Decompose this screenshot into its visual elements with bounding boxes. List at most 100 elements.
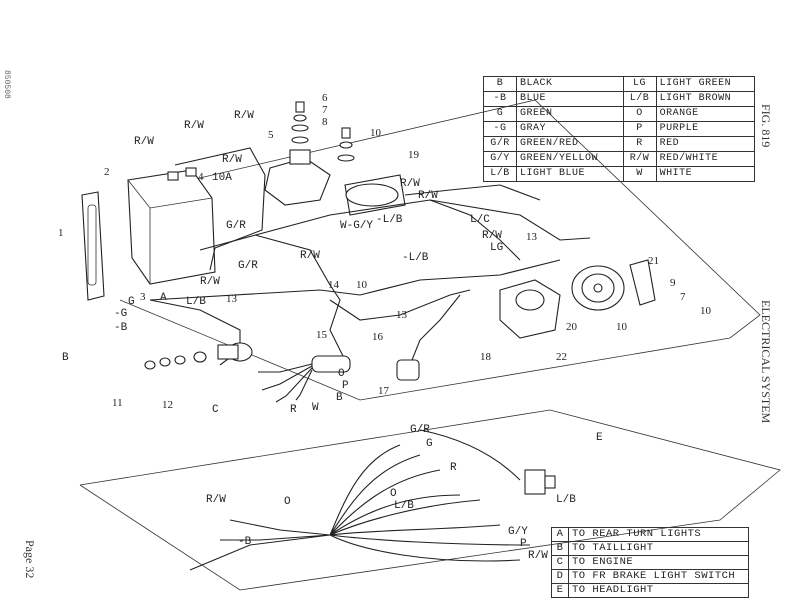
part-number-10b: 10	[700, 305, 712, 317]
lower-harness-outline	[79, 409, 781, 591]
destination-text: TO TAILLIGHT	[568, 541, 749, 556]
part-number-14: 14	[328, 279, 340, 291]
part-number-13c: 13	[526, 231, 538, 243]
destination-key-letter: B	[551, 541, 569, 556]
wire-label-rw-6: R/W	[400, 178, 420, 190]
legend-cell-name2: LIGHT GREEN	[655, 76, 756, 92]
legend-cell-code2: O	[622, 106, 657, 122]
legend-cell-code: -G	[483, 121, 517, 137]
part-number-16: 16	[372, 331, 384, 343]
destination-text: TO ENGINE	[568, 555, 749, 570]
destination-key-letter: A	[551, 527, 569, 542]
ignition-switch	[217, 342, 253, 362]
legend-cell-name2: ORANGE	[655, 106, 756, 122]
destination-key-letter: D	[551, 569, 569, 584]
legend-cell-name2: PURPLE	[655, 121, 756, 137]
legend-cell-code2: R/W	[622, 151, 657, 167]
wire-label-gy: G/Y	[508, 526, 528, 538]
wire-label-o-3: O	[284, 496, 291, 508]
main-harness-mid	[199, 199, 591, 251]
bolt-stack-top	[291, 101, 309, 144]
wire-label-gr-3: G/R	[410, 424, 430, 436]
part-number-4: 4	[198, 171, 204, 183]
part-number-20: 20	[566, 321, 578, 333]
part-number-9: 9	[670, 277, 676, 289]
cable-17	[409, 294, 461, 366]
main-harness-upper	[174, 147, 266, 271]
legend-cell-name: LIGHT BLUE	[516, 166, 624, 182]
wire-label-rw-11: R/W	[206, 494, 226, 506]
legend-cell-name2: RED	[655, 136, 756, 152]
wire-label-mb: -B	[114, 322, 128, 334]
wire-label-gr-1: G/R	[226, 220, 246, 232]
wire-label-lc: L/C	[470, 214, 490, 226]
legend-cell-code: B	[483, 76, 517, 92]
wire-label-c-1: C	[212, 404, 219, 416]
bolt-stack-right	[337, 127, 355, 162]
cable-16	[329, 289, 471, 321]
wire-label-p-1: P	[342, 380, 349, 392]
legend-cell-code: L/B	[483, 166, 517, 182]
legend-cell-code: G/Y	[483, 151, 517, 167]
part-number-19: 19	[408, 149, 420, 161]
lower-harness	[189, 429, 556, 571]
part-number-7: 7	[322, 104, 328, 116]
wire-label-lb-2: L/B	[394, 500, 414, 512]
wire-label-ml: -L/B	[376, 214, 403, 226]
wire-label-r-2: R	[450, 462, 457, 474]
part-number-7b: 7	[680, 291, 686, 303]
frame-outline	[119, 99, 761, 401]
part-number-6: 6	[322, 92, 328, 104]
legend-cell-name2: WHITE	[655, 166, 756, 182]
wire-label-o-2: O	[390, 488, 397, 500]
destination-key-letter: E	[551, 583, 569, 598]
legend-cell-code2: P	[622, 121, 657, 137]
wire-label-lb: L/B	[186, 296, 206, 308]
horn	[571, 265, 625, 311]
wire-label-o-1: O	[338, 368, 345, 380]
wire-label-rw-4: R/W	[222, 154, 242, 166]
part-number-13: 13	[226, 293, 238, 305]
wire-label-mb-2: -B	[238, 536, 252, 548]
wire-label-rw-9: R/W	[300, 250, 320, 262]
wire-label-rw-7: R/W	[418, 190, 438, 202]
relay	[264, 149, 331, 206]
part-number-18: 18	[480, 351, 492, 363]
wire-label-rw-5: R/W	[200, 276, 220, 288]
page-label: Page 32	[23, 540, 37, 579]
legend-cell-name2: RED/WHITE	[655, 151, 756, 167]
part-number-5: 5	[268, 129, 274, 141]
wire-label-gr-2: G/R	[238, 260, 258, 272]
harness-right-branch	[429, 199, 521, 261]
figure-label: FIG. 819	[759, 104, 773, 148]
destination-text: TO FR BRAKE LIGHT SWITCH	[568, 569, 749, 584]
legend-cell-name2: LIGHT BROWN	[655, 91, 756, 107]
legend-cell-name: GRAY	[516, 121, 624, 137]
wire-label-lb-3: L/B	[556, 494, 576, 506]
wire-label-a: A	[160, 292, 167, 304]
part-number-8: 8	[322, 116, 328, 128]
section-title: ELECTRICAL SYSTEM	[759, 300, 773, 424]
harness-branch	[254, 234, 346, 361]
battery-strap	[81, 191, 105, 301]
legend-cell-code2: W	[622, 166, 657, 182]
legend-cell-name: GREEN/YELLOW	[516, 151, 624, 167]
flasher-unit	[344, 174, 406, 216]
switch-hardware	[144, 351, 207, 370]
wire-label-rw-8: R/W	[482, 230, 502, 242]
part-number-13b: 13	[396, 309, 408, 321]
wire-label-mg: -G	[114, 308, 127, 320]
wire-label-p-2: P	[520, 538, 527, 550]
wire-label-r-1: R	[290, 404, 297, 416]
